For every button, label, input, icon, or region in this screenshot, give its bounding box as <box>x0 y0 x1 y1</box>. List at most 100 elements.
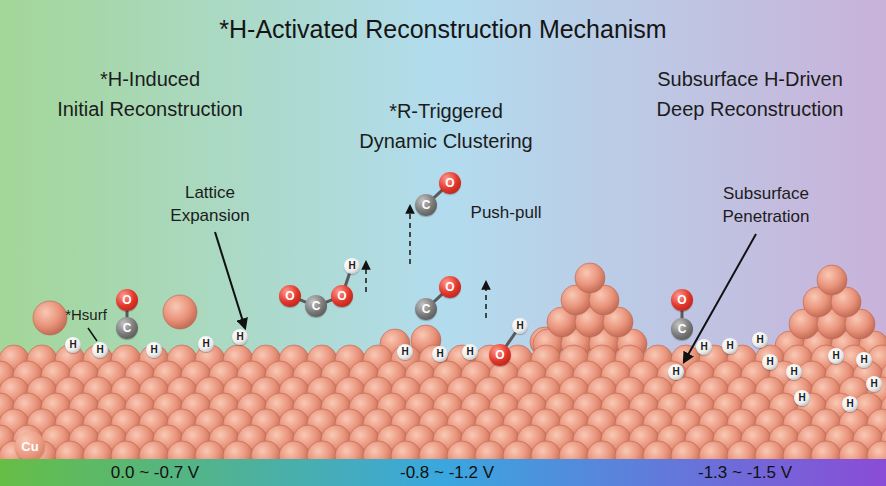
atom-circle: O <box>671 289 693 311</box>
atom-symbol: H <box>96 345 103 355</box>
copper-atom <box>33 301 67 335</box>
atom-symbol: H <box>790 367 797 377</box>
dashed-arrow <box>365 262 367 292</box>
atom-symbol: H <box>150 345 157 355</box>
atom-circle: H <box>397 344 413 360</box>
atom-symbol: H <box>202 339 209 349</box>
atom-circle: H <box>762 354 778 370</box>
atom-symbol: H <box>756 335 763 345</box>
potential-range: 0.0 ~ -0.7 V <box>55 459 255 486</box>
atom-circle: C <box>415 194 437 216</box>
atom-symbol: H <box>726 341 733 351</box>
atom-symbol: H <box>860 355 867 365</box>
atom-circle: H <box>856 352 872 368</box>
atom-circle: H <box>828 348 844 364</box>
atom-symbol: O <box>445 281 454 293</box>
atom-symbol: H <box>401 347 408 357</box>
atom-circle: O <box>489 344 511 366</box>
atom-circle: H <box>92 342 108 358</box>
callout-label: Push-pull <box>456 202 556 225</box>
atom-circle: H <box>198 336 214 352</box>
leader-arrows <box>88 232 756 362</box>
atom-symbol: O <box>285 290 294 302</box>
atom-circle: H <box>794 390 810 406</box>
atom-symbol: O <box>122 294 131 306</box>
atom-circle: O <box>439 276 461 298</box>
atom-circle: O <box>116 289 138 311</box>
atom-circle: H <box>462 344 478 360</box>
diagram-title: *H-Activated Reconstruction Mechanism <box>143 13 743 45</box>
atom-symbol: H <box>348 261 355 271</box>
atom-symbol: C <box>123 322 132 334</box>
bond-line <box>434 190 442 197</box>
atom-symbol: Cu <box>21 440 38 453</box>
atom-circle: C <box>305 295 327 317</box>
atom-symbol: H <box>700 342 707 352</box>
dashed-arrow <box>485 282 487 318</box>
copper-atom <box>817 265 847 295</box>
atom-symbol: H <box>832 351 839 361</box>
atom-circle: C <box>116 317 138 339</box>
stage-heading: Subsurface H-Driven Deep Reconstruction <box>635 64 865 124</box>
stage-heading: *H-Induced Initial Reconstruction <box>35 64 265 124</box>
atom-symbol: H <box>846 399 853 409</box>
atom-symbol: H <box>236 332 243 342</box>
callout-label: Lattice Expansion <box>155 182 265 228</box>
atom-circle: O <box>331 285 353 307</box>
atom-symbol: H <box>436 349 443 359</box>
atom-symbol: H <box>69 340 76 350</box>
atom-symbol: C <box>422 199 431 211</box>
atom-circle: C <box>671 318 693 340</box>
atom-symbol: H <box>798 393 805 403</box>
bond-line <box>506 333 515 346</box>
atom-circle: H <box>842 396 858 412</box>
atom-symbol: H <box>870 379 877 389</box>
atom-symbol: C <box>422 303 431 315</box>
dashed-arrow <box>409 206 411 264</box>
atom-circle: H <box>722 338 738 354</box>
stage-heading: *R-Triggered Dynamic Clustering <box>331 96 561 156</box>
atom-circle: O <box>279 285 301 307</box>
atom-circle: H <box>146 342 162 358</box>
atom-circle: H <box>65 337 81 353</box>
atom-symbol: C <box>678 323 687 335</box>
atom-circle: H <box>432 346 448 362</box>
atom-circle: C <box>415 298 437 320</box>
atom-symbol: H <box>516 321 523 331</box>
atom-symbol: O <box>495 349 504 361</box>
callout-label: Subsurface Penetration <box>704 183 828 229</box>
atom-circle: O <box>439 172 461 194</box>
atom-circle: H <box>344 258 360 274</box>
atom-symbol: O <box>337 290 346 302</box>
copper-lattice <box>0 263 886 471</box>
bond-line <box>434 294 442 301</box>
potential-band: 0.0 ~ -0.7 V -0.8 ~ -1.2 V -1.3 ~ -1.5 V <box>0 459 886 486</box>
atom-circle: Cu <box>15 431 45 461</box>
leader-arrow <box>684 234 756 362</box>
atom-circle: H <box>752 332 768 348</box>
atom-circle: H <box>232 329 248 345</box>
copper-atom <box>575 263 605 293</box>
atom-circle: H <box>866 376 882 392</box>
atom-circle: H <box>786 364 802 380</box>
atom-symbol: H <box>672 367 679 377</box>
potential-range: -0.8 ~ -1.2 V <box>347 459 547 486</box>
leader-line <box>88 328 97 341</box>
bond-line <box>345 274 349 286</box>
bond-line <box>681 311 684 318</box>
leader-arrow <box>215 232 245 328</box>
atom-circle: H <box>512 318 528 334</box>
potential-range: -1.3 ~ -1.5 V <box>645 459 845 486</box>
species-label: *Hsurf <box>51 306 121 324</box>
atom-symbol: H <box>766 357 773 367</box>
atom-circle: H <box>696 339 712 355</box>
atom-symbol: O <box>445 177 454 189</box>
copper-atom <box>163 295 197 329</box>
atom-symbol: H <box>466 347 473 357</box>
